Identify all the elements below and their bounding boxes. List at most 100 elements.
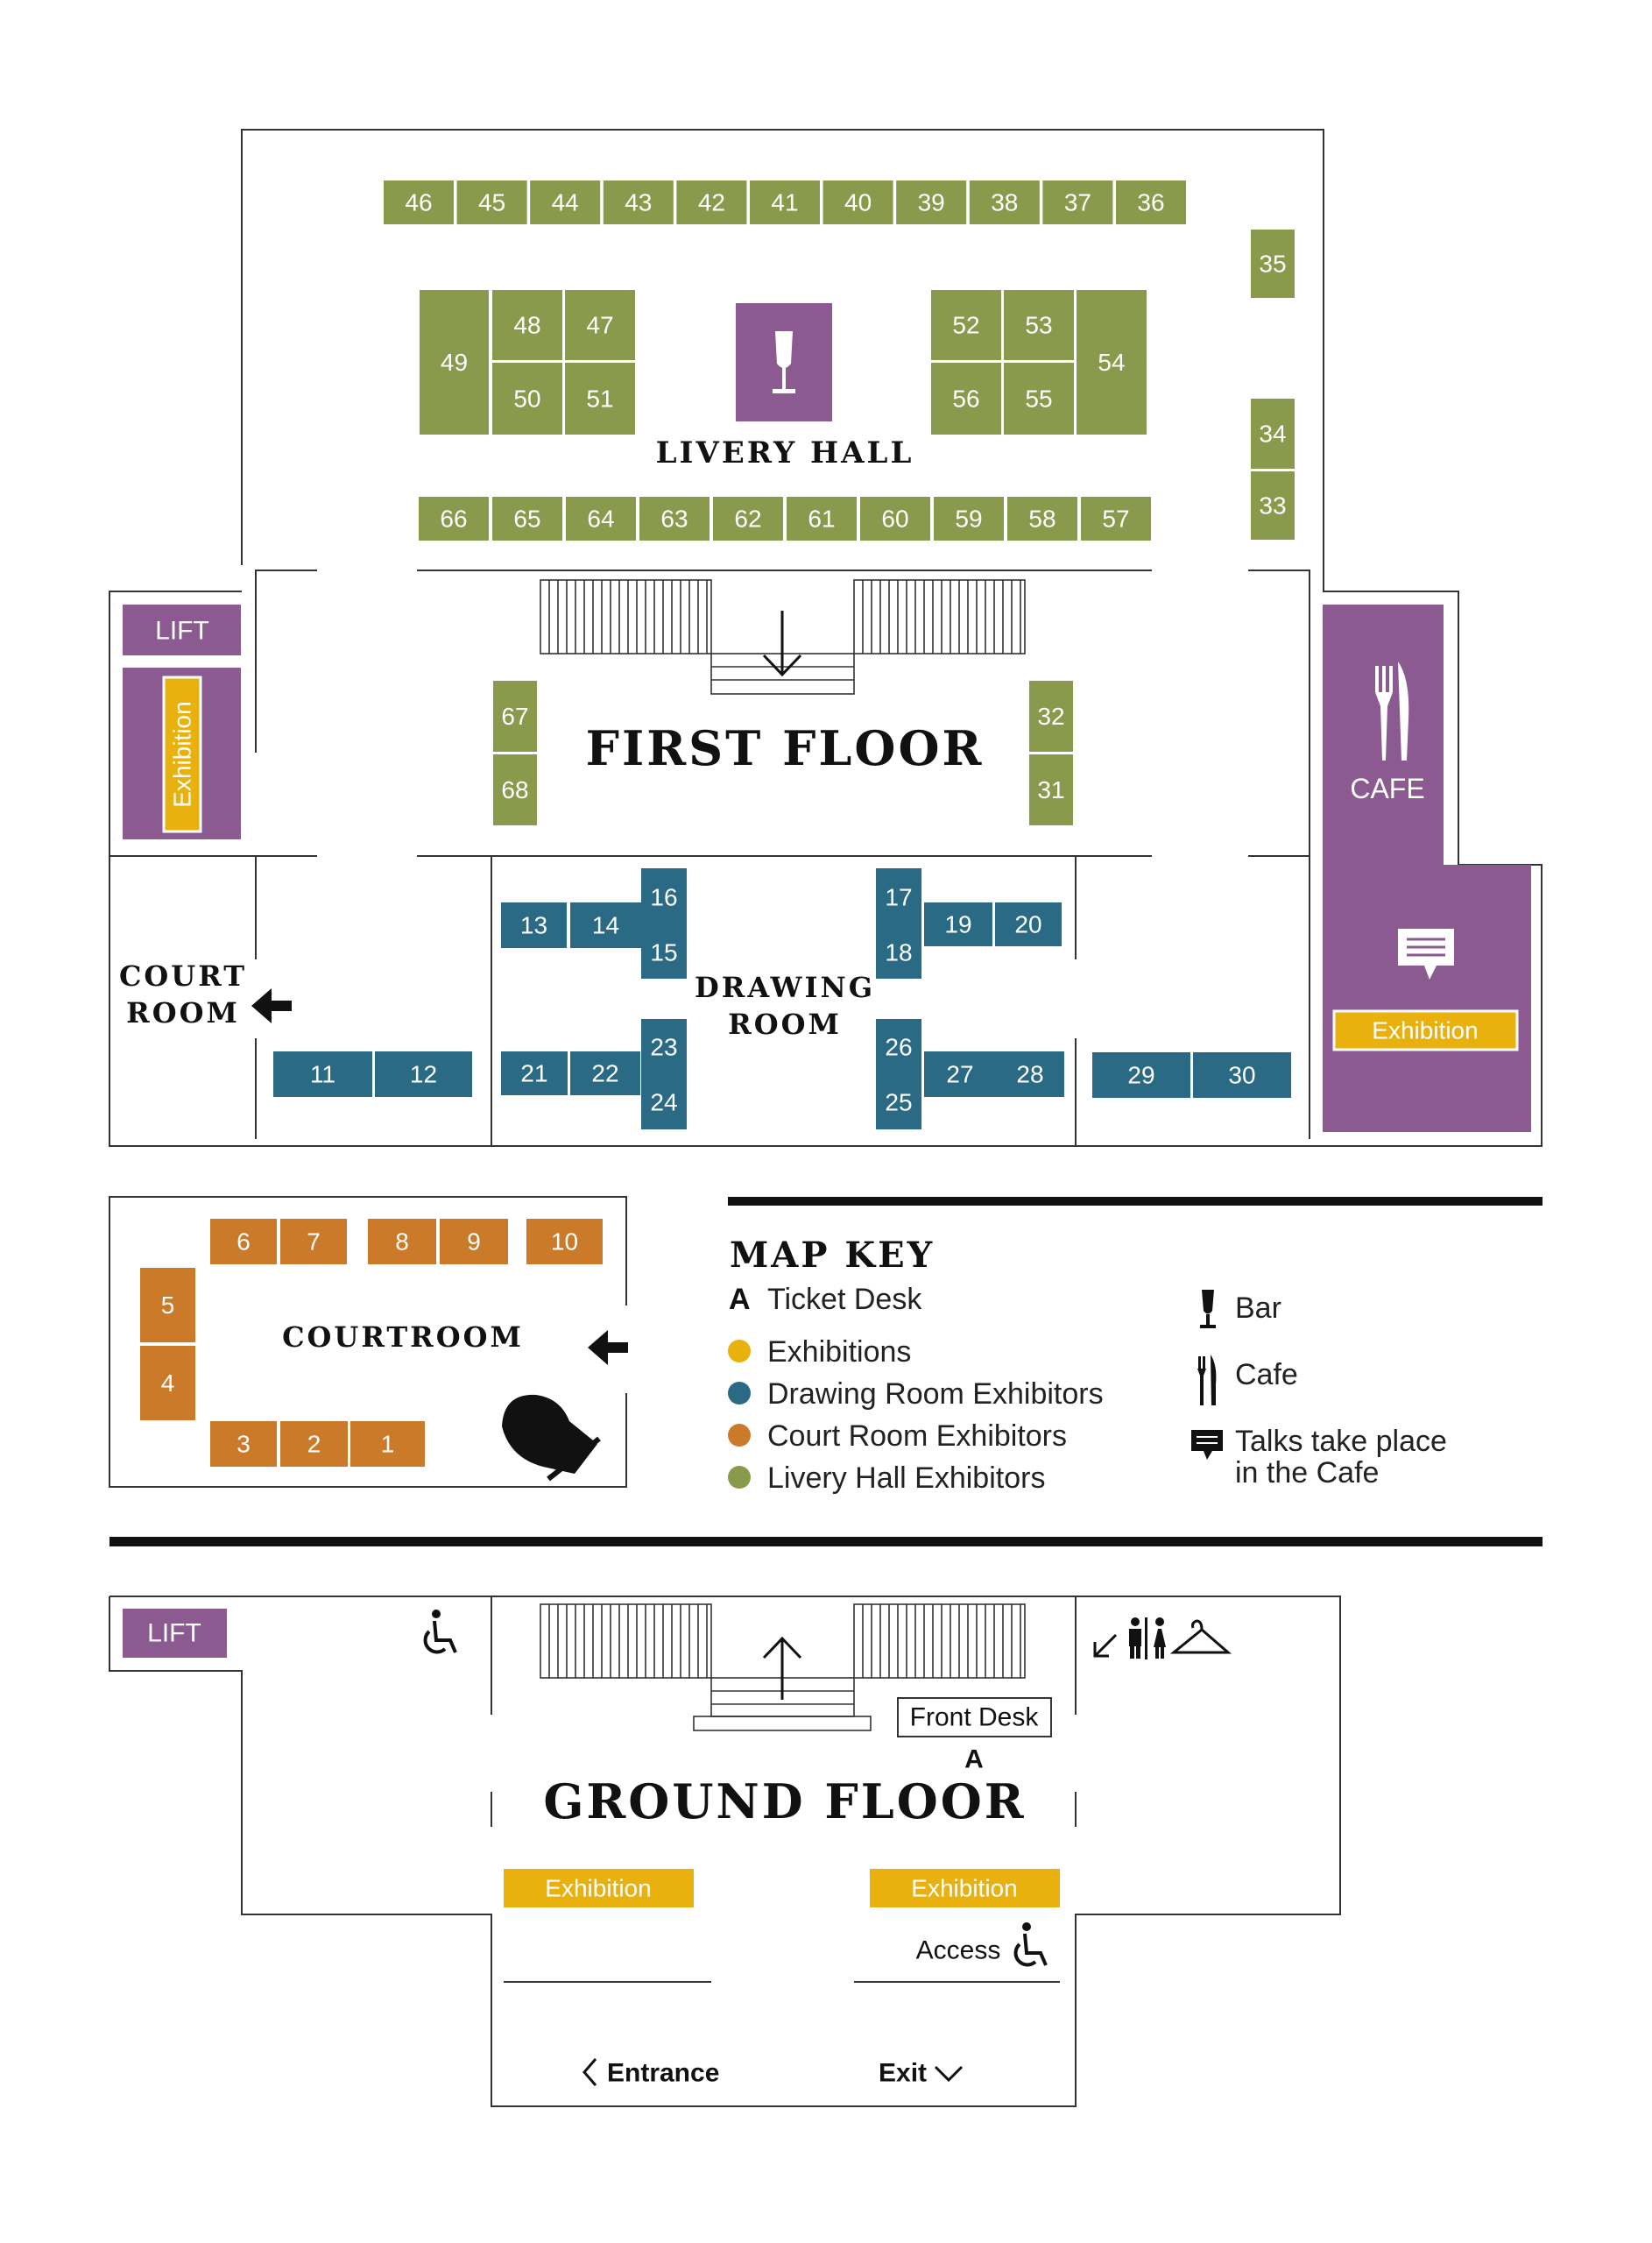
booth-34[interactable]: 34 — [1251, 399, 1295, 469]
first-floor-title: FIRST FLOOR — [586, 720, 985, 776]
key-drawing-room: Drawing Room Exhibitors — [767, 1377, 1104, 1411]
booth-51[interactable]: 51 — [565, 363, 635, 435]
booth-5[interactable]: 5 — [140, 1268, 195, 1342]
booth-50[interactable]: 50 — [492, 363, 562, 435]
booth-67[interactable]: 67 — [493, 681, 537, 752]
booth-number: 14 — [592, 912, 619, 939]
booth-39[interactable]: 39 — [896, 180, 967, 224]
booth-14[interactable]: 14 — [570, 902, 641, 948]
booth-box — [641, 1019, 687, 1075]
booth-63[interactable]: 63 — [639, 497, 710, 541]
booth-number: 33 — [1259, 492, 1286, 520]
booth-4[interactable]: 4 — [140, 1346, 195, 1420]
booth-2[interactable]: 2 — [280, 1421, 348, 1467]
booth-15[interactable]: 15 — [641, 926, 687, 979]
booth-37[interactable]: 37 — [1042, 180, 1113, 224]
booth-box — [931, 290, 1001, 360]
booth-23[interactable]: 23 — [641, 1019, 687, 1075]
booth-58[interactable]: 58 — [1007, 497, 1077, 541]
booth-45[interactable]: 45 — [456, 180, 527, 224]
booth-box — [995, 902, 1062, 946]
booth-32[interactable]: 32 — [1029, 681, 1073, 752]
front-desk[interactable]: Front Desk — [897, 1697, 1052, 1737]
booth-43[interactable]: 43 — [603, 180, 674, 224]
booth-33[interactable]: 33 — [1251, 471, 1295, 540]
booth-65[interactable]: 65 — [492, 497, 562, 541]
booth-52[interactable]: 52 — [931, 290, 1001, 360]
booth-3[interactable]: 3 — [210, 1421, 277, 1467]
booth-29[interactable]: 29 — [1092, 1052, 1190, 1098]
booth-7[interactable]: 7 — [280, 1219, 347, 1264]
ground-lift[interactable]: LIFT — [123, 1609, 227, 1658]
booth-box — [420, 290, 489, 435]
booth-24[interactable]: 24 — [641, 1075, 687, 1129]
booth-box — [1004, 363, 1074, 435]
booth-61[interactable]: 61 — [787, 497, 857, 541]
booth-1[interactable]: 1 — [350, 1421, 425, 1467]
booth-56[interactable]: 56 — [931, 363, 1001, 435]
booth-66[interactable]: 66 — [419, 497, 489, 541]
booth-21[interactable]: 21 — [501, 1051, 568, 1095]
booth-57[interactable]: 57 — [1081, 497, 1151, 541]
booth-box — [969, 180, 1040, 224]
booth-13[interactable]: 13 — [501, 902, 567, 948]
booth-36[interactable]: 36 — [1116, 180, 1186, 224]
lift[interactable]: LIFT — [123, 605, 241, 655]
booth-49[interactable]: 49 — [420, 290, 489, 435]
booth-42[interactable]: 42 — [676, 180, 747, 224]
booth-11[interactable]: 11 — [273, 1051, 372, 1097]
booth-27[interactable]: 27 — [924, 1051, 996, 1097]
booth-54[interactable]: 54 — [1077, 290, 1147, 435]
booth-number: 37 — [1064, 189, 1091, 216]
booth-18[interactable]: 18 — [876, 926, 921, 979]
booth-number: 57 — [1102, 506, 1129, 533]
booth-9[interactable]: 9 — [440, 1219, 508, 1264]
booth-box — [876, 868, 921, 926]
cafe-area[interactable]: CAFE Exhibition — [1323, 605, 1531, 1132]
booth-number: 43 — [625, 189, 652, 216]
booth-number: 1 — [381, 1431, 395, 1458]
booth-22[interactable]: 22 — [570, 1051, 640, 1095]
access-label: Access — [916, 1936, 1001, 1965]
booth-19[interactable]: 19 — [924, 902, 992, 946]
booth-26[interactable]: 26 — [876, 1019, 921, 1075]
booth-31[interactable]: 31 — [1029, 754, 1073, 825]
booth-box — [641, 1075, 687, 1129]
booth-59[interactable]: 59 — [934, 497, 1004, 541]
booth-12[interactable]: 12 — [375, 1051, 472, 1097]
booth-64[interactable]: 64 — [566, 497, 636, 541]
booth-40[interactable]: 40 — [822, 180, 893, 224]
booth-6[interactable]: 6 — [210, 1219, 277, 1264]
booth-62[interactable]: 62 — [713, 497, 783, 541]
booth-38[interactable]: 38 — [969, 180, 1040, 224]
booth-box — [603, 180, 674, 224]
booth-number: 34 — [1259, 421, 1286, 448]
booth-28[interactable]: 28 — [996, 1051, 1064, 1097]
booth-46[interactable]: 46 — [384, 180, 454, 224]
booth-60[interactable]: 60 — [860, 497, 930, 541]
booth-number: 58 — [1028, 506, 1055, 533]
booth-48[interactable]: 48 — [492, 290, 562, 360]
booth-68[interactable]: 68 — [493, 754, 537, 825]
booth-47[interactable]: 47 — [565, 290, 635, 360]
booth-20[interactable]: 20 — [995, 902, 1062, 946]
booth-25[interactable]: 25 — [876, 1075, 921, 1129]
booth-17[interactable]: 17 — [876, 868, 921, 926]
booth-8[interactable]: 8 — [368, 1219, 436, 1264]
booth-55[interactable]: 55 — [1004, 363, 1074, 435]
map-key: MAP KEY A Ticket Desk Exhibitions Drawin… — [109, 1197, 1543, 1546]
booth-box — [860, 497, 930, 541]
booth-30[interactable]: 30 — [1193, 1052, 1291, 1098]
booth-53[interactable]: 53 — [1004, 290, 1074, 360]
booth-35[interactable]: 35 — [1251, 230, 1295, 298]
exit-link[interactable]: Exit — [879, 2059, 964, 2088]
booth-44[interactable]: 44 — [530, 180, 601, 224]
booth-10[interactable]: 10 — [526, 1219, 603, 1264]
booth-41[interactable]: 41 — [750, 180, 820, 224]
booth-number: 9 — [467, 1228, 481, 1256]
booth-16[interactable]: 16 — [641, 868, 687, 926]
booth-number: 28 — [1016, 1061, 1043, 1088]
booth-number: 38 — [991, 189, 1018, 216]
entrance-link[interactable]: Entrance — [582, 2058, 719, 2088]
